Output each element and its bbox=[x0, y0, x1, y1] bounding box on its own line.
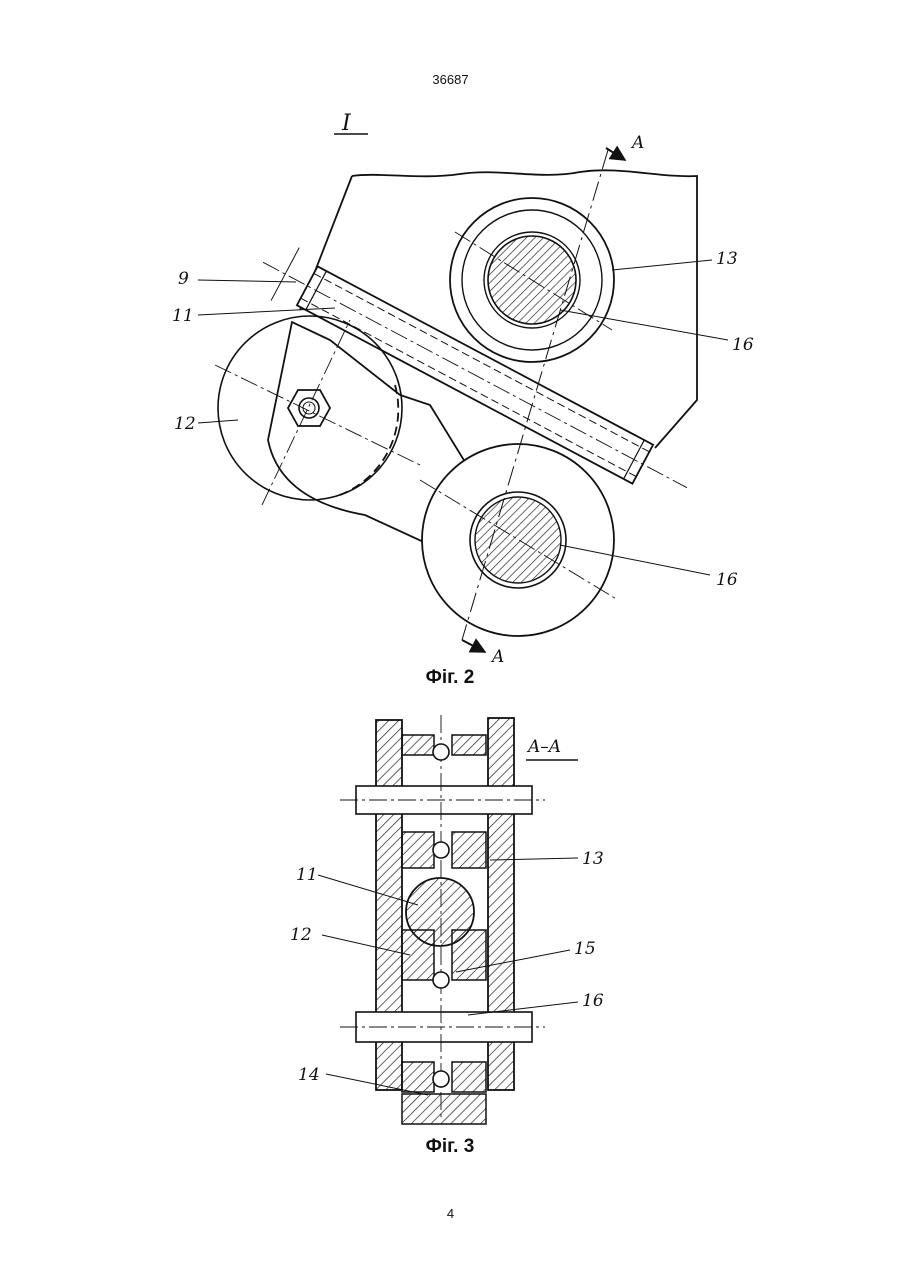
section-title-A-A: A–A bbox=[526, 737, 561, 757]
view-label-I: I bbox=[341, 111, 352, 136]
figure-2-drawing: I A A 9 11 12 13 16 16 bbox=[0, 0, 901, 680]
callout-16: 16 bbox=[582, 991, 604, 1011]
callout-13: 13 bbox=[582, 849, 604, 869]
shaft-16-lower bbox=[475, 497, 561, 583]
bearing-ball bbox=[433, 1071, 449, 1087]
callout-12: 12 bbox=[174, 414, 196, 434]
callout-13: 13 bbox=[716, 249, 738, 269]
section-mark-top: A bbox=[630, 133, 644, 153]
rod-11-section bbox=[406, 878, 474, 946]
figure-3-drawing: A–A 11 12 13 14 15 16 bbox=[0, 700, 901, 1140]
page-number: 4 bbox=[0, 1206, 901, 1221]
figure-3-caption: Фіг. 3 bbox=[390, 1136, 510, 1158]
callout-12: 12 bbox=[290, 925, 312, 945]
callout-16-upper: 16 bbox=[732, 335, 754, 355]
figure-2-caption: Фіг. 2 bbox=[390, 667, 510, 689]
callout-16-lower: 16 bbox=[716, 570, 738, 590]
callout-15: 15 bbox=[574, 939, 596, 959]
section-mark-bottom: A bbox=[490, 647, 504, 667]
callout-11: 11 bbox=[172, 306, 194, 326]
callout-11: 11 bbox=[296, 865, 318, 885]
callout-9: 9 bbox=[178, 269, 189, 289]
bearing-ball bbox=[433, 972, 449, 988]
callout-14: 14 bbox=[298, 1065, 320, 1085]
bearing-ball bbox=[433, 842, 449, 858]
bearing-ball bbox=[433, 744, 449, 760]
